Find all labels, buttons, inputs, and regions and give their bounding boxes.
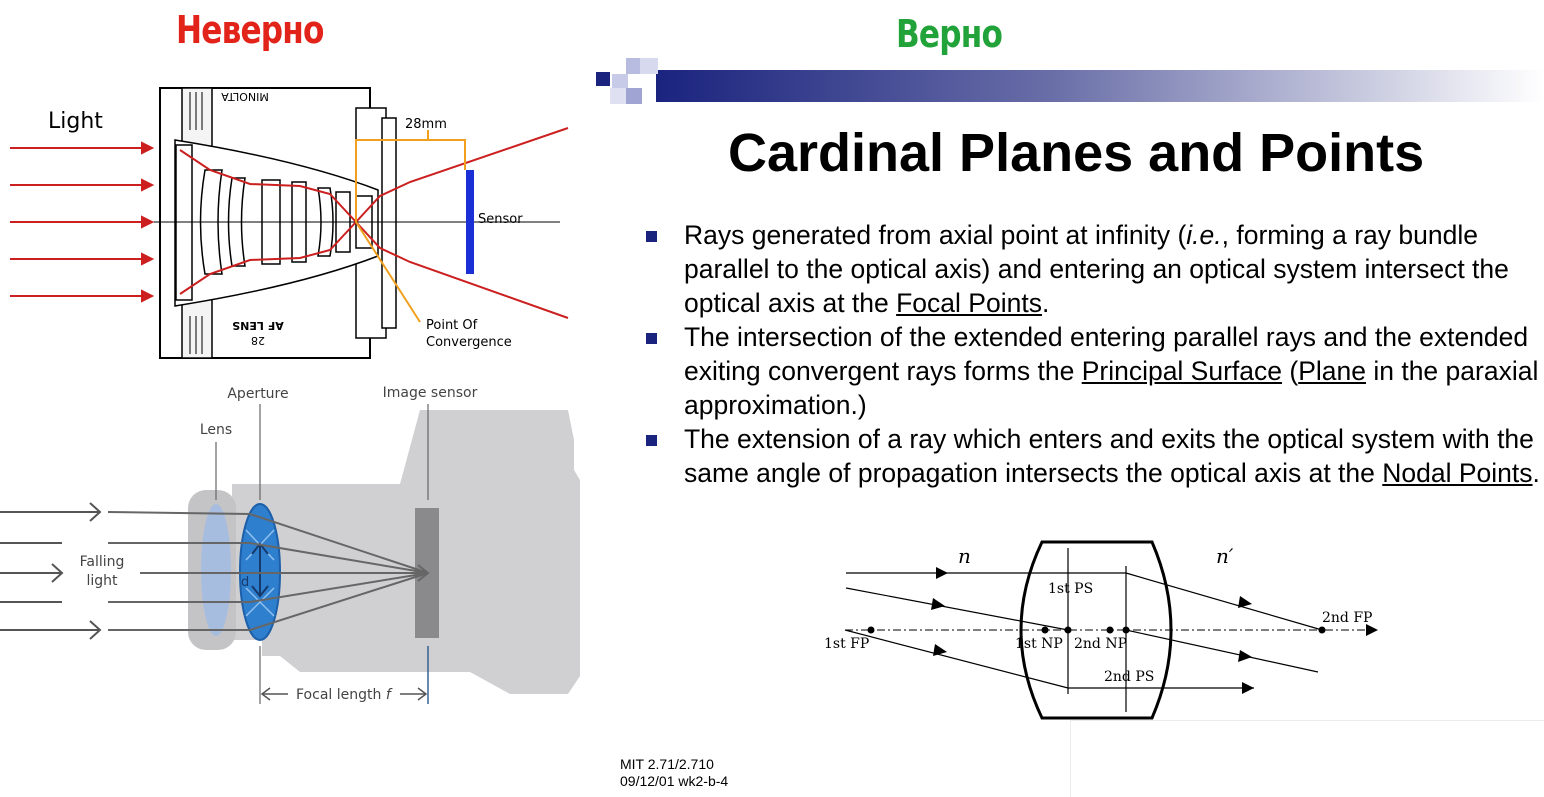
- n-prime-label: n′: [1216, 544, 1234, 568]
- second-ps-label: 2nd PS: [1104, 669, 1154, 685]
- distance-label: 28mm: [405, 117, 447, 132]
- incoming-light-arrows: [10, 141, 155, 303]
- cardinal-points-diagram: n n′ 1st PS 2nd PS 1st FP 1st NP 2nd NP …: [824, 540, 1378, 720]
- brand-top-text: MINOLTA: [221, 90, 269, 103]
- nodal-points-term: Nodal Points: [1382, 458, 1533, 488]
- footer-course: MIT 2.71/2.710: [620, 756, 714, 772]
- lens-cross-section-diagram: MINOLTA AF LENS 28 Light 28mm Sensor Poi…: [10, 87, 569, 359]
- focal-length-dimension: [260, 687, 428, 701]
- footer-date: 09/12/01 wk2-b-4: [620, 773, 729, 789]
- focusing-rays: [107, 511, 430, 631]
- convergence-label-2: Convergence: [426, 335, 512, 350]
- wrong-label: Неверно: [176, 8, 324, 52]
- brand-bottom-text: AF LENS: [232, 319, 284, 332]
- principal-surface-term: Principal Surface: [1081, 356, 1283, 386]
- plane-term: Plane: [1298, 356, 1366, 386]
- sensor-label: Sensor: [478, 212, 523, 227]
- lens-label: Lens: [200, 422, 232, 438]
- bullet-principal-surface: The intersection of the extended enterin…: [644, 320, 1544, 422]
- light-label: Light: [48, 109, 103, 134]
- diameter-label: d: [241, 575, 249, 590]
- bullet-square-icon: [646, 435, 657, 446]
- second-np-label: 2nd NP: [1074, 636, 1127, 652]
- ray-paths: [844, 572, 1323, 689]
- slide-footer: MIT 2.71/2.710 09/12/01 wk2-b-4: [620, 756, 728, 790]
- aperture-label: Aperture: [227, 386, 288, 402]
- slide-title: Cardinal Planes and Points: [728, 123, 1425, 183]
- first-np-label: 1st NP: [1015, 636, 1063, 652]
- bullet-list: Rays generated from axial point at infin…: [644, 218, 1544, 490]
- image-sensor-label: Image sensor: [383, 385, 478, 401]
- falling-light-arrows: [0, 502, 102, 640]
- first-ps-label: 1st PS: [1048, 581, 1093, 597]
- camera-focal-length-diagram: d Falling light Aperture Image sensor Le…: [0, 385, 580, 704]
- convergence-label-1: Point Of: [426, 318, 478, 333]
- camera-body: [232, 410, 580, 694]
- focal-points-term: Focal Points: [896, 288, 1042, 318]
- slide-corner-frame: [1070, 720, 1544, 797]
- falling-light-label-2: light: [86, 573, 118, 589]
- distance-bracket: [355, 130, 466, 323]
- bullet-nodal-points: The extension of a ray which enters and …: [644, 422, 1544, 490]
- lens-element: [201, 504, 231, 636]
- slide-banner: [596, 58, 1544, 104]
- second-fp-label: 2nd FP: [1322, 610, 1372, 626]
- falling-light-label-1: Falling: [80, 554, 125, 570]
- n-label: n: [958, 544, 971, 568]
- sensor-plane: [466, 170, 474, 274]
- bullet-square-icon: [646, 333, 657, 344]
- bullet-focal-points: Rays generated from axial point at infin…: [644, 218, 1544, 320]
- focal-length-label: Focal length f: [296, 687, 393, 703]
- brand-number-text: 28: [251, 334, 265, 347]
- bullet-square-icon: [646, 231, 657, 242]
- right-label: Верно: [896, 12, 1003, 56]
- first-fp-label: 1st FP: [824, 636, 869, 652]
- converging-rays: [179, 127, 569, 319]
